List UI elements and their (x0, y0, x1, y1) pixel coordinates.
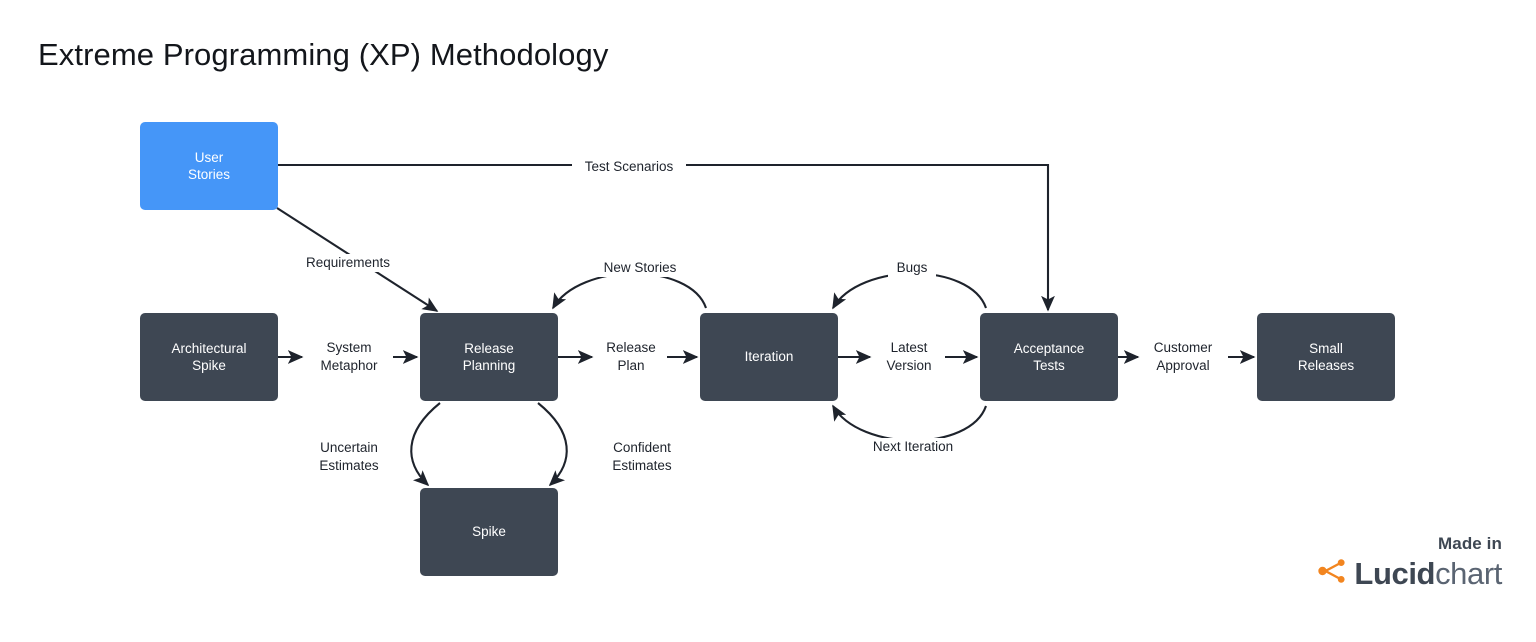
node-architectural-spike[interactable]: Architectural Spike (140, 313, 278, 401)
edge-uncertain-estimates (410, 402, 441, 487)
edge-label-latest-version: Latest Version (873, 339, 945, 375)
lucidchart-wordmark-bold: Lucid (1354, 556, 1436, 591)
node-iteration-label: Iteration (744, 349, 794, 365)
edge-confident-estimates (537, 402, 568, 487)
edge-label-customer-approval: Customer Approval (1141, 339, 1225, 375)
edge-label-bugs: Bugs (888, 259, 936, 277)
edge-label-requirements: Requirements (293, 254, 403, 272)
node-acceptance-tests-label: Acceptance Tests (1013, 340, 1085, 373)
edge-next-iteration (832, 404, 987, 442)
edge-label-release-plan: Release Plan (595, 339, 667, 375)
node-spike[interactable]: Spike (420, 488, 558, 576)
edge-label-test-scenarios: Test Scenarios (572, 158, 686, 176)
edge-label-uncertain-estimates: Uncertain Estimates (297, 439, 401, 475)
edge-bugs (832, 272, 987, 310)
page-title: Extreme Programming (XP) Methodology (38, 37, 609, 72)
node-user-stories[interactable]: User Stories (140, 122, 278, 210)
node-spike-label: Spike (472, 524, 506, 540)
made-in-label: Made in (1438, 534, 1502, 553)
lucidchart-wordmark: Lucidchart (1354, 558, 1502, 589)
edge-label-new-stories: New Stories (589, 259, 691, 277)
node-small-releases[interactable]: Small Releases (1257, 313, 1395, 401)
node-user-stories-label: User Stories (187, 149, 231, 182)
lucid-node-icon (1316, 558, 1346, 589)
lucidchart-wordmark-light: chart (1435, 556, 1502, 591)
node-release-planning[interactable]: Release Planning (420, 313, 558, 401)
node-acceptance-tests[interactable]: Acceptance Tests (980, 313, 1118, 401)
edge-label-next-iteration: Next Iteration (854, 438, 972, 456)
node-release-planning-label: Release Planning (462, 340, 516, 373)
node-small-releases-label: Small Releases (1297, 340, 1355, 373)
lucidchart-watermark: Made in Lucidchart (1276, 534, 1502, 589)
node-architectural-spike-label: Architectural Spike (171, 340, 247, 373)
edge-new-stories (552, 272, 707, 310)
edge-label-system-metaphor: System Metaphor (305, 339, 393, 375)
edge-label-confident-estimates: Confident Estimates (592, 439, 692, 475)
edge-test-scenarios (278, 163, 1055, 312)
node-iteration[interactable]: Iteration (700, 313, 838, 401)
